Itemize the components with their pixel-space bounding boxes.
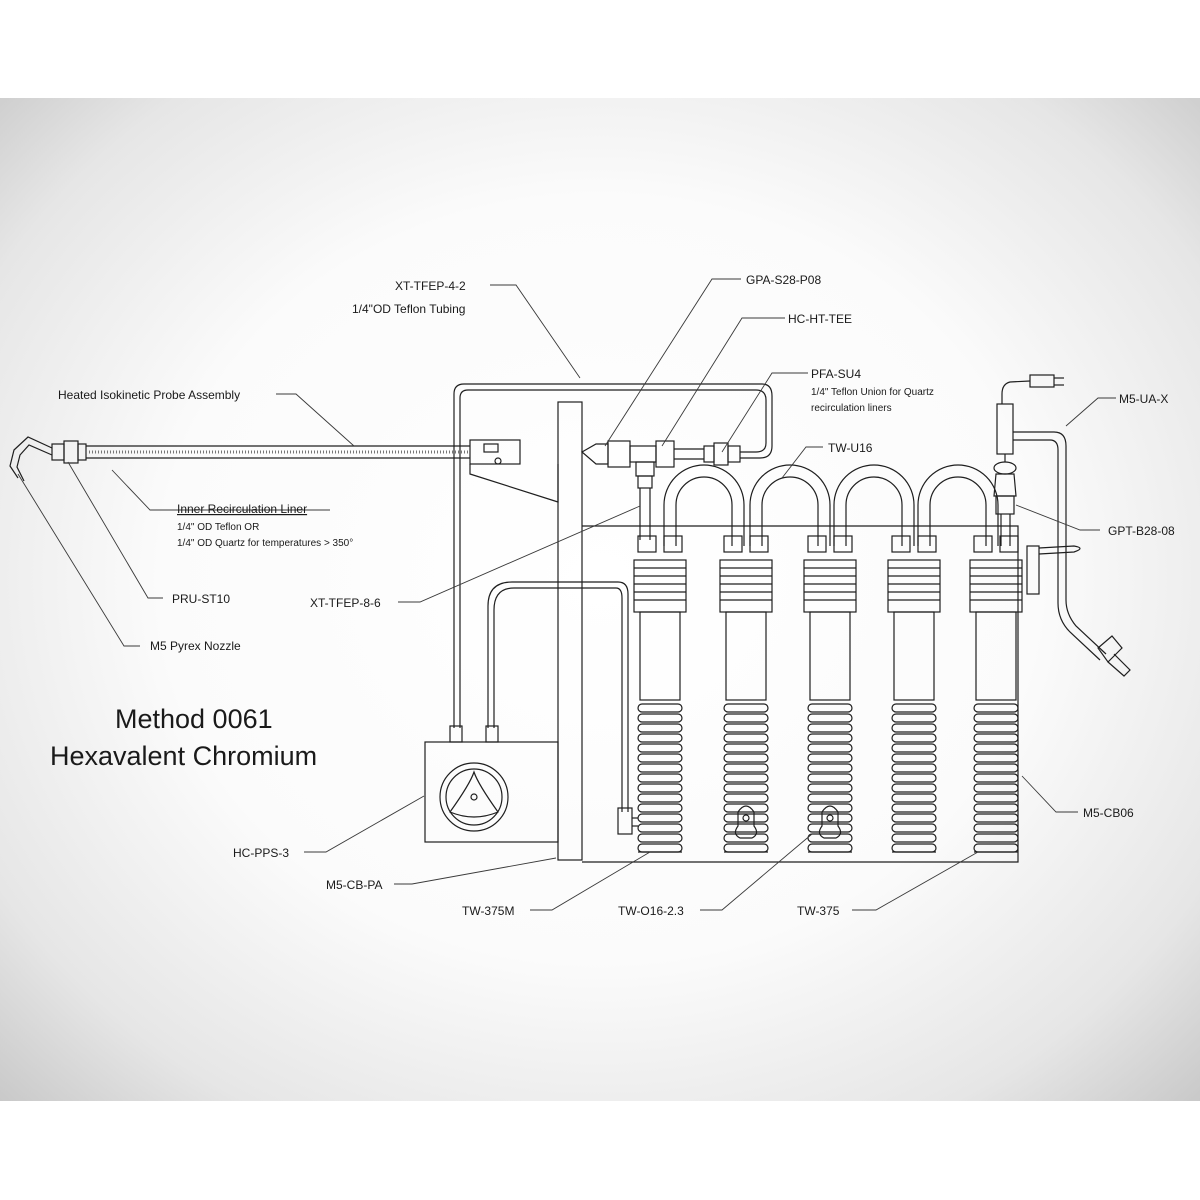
label-tw-375: TW-375 [797, 904, 840, 918]
pump-tubing [487, 581, 638, 835]
recirculation-tubing [453, 383, 773, 728]
part-labels: XT-TFEP-4-2 1/4"OD Teflon Tubing GPA-S28… [58, 273, 1175, 918]
impinger-coil [807, 703, 853, 853]
tee-and-union-fittings [580, 440, 741, 540]
label-pfa-su4-desc-2: recirculation liners [811, 403, 892, 414]
label-m5-ua-x: M5-UA-X [1119, 392, 1168, 406]
impinger-coil [723, 703, 769, 853]
title-line-1: Method 0061 [115, 704, 273, 734]
label-xt-tfep-8-6: XT-TFEP-8-6 [310, 596, 381, 610]
leader-lines [17, 278, 1116, 911]
impinger [969, 535, 1023, 853]
impinger [633, 535, 687, 853]
impinger [803, 535, 857, 853]
impinger-group [633, 535, 1023, 853]
label-heated-probe: Heated Isokinetic Probe Assembly [58, 388, 240, 402]
u-tube-connectors [663, 464, 999, 546]
ice-bath-box [582, 525, 1019, 863]
impinger-coil [637, 703, 683, 853]
heated-probe-assembly [9, 436, 559, 503]
title-line-2: Hexavalent Chromium [50, 741, 317, 771]
impinger [887, 535, 941, 853]
label-xt-tfep-4-2-desc: 1/4"OD Teflon Tubing [352, 302, 465, 316]
peristaltic-pump [424, 725, 559, 843]
label-inner-liner-desc-1: 1/4" OD Teflon OR [177, 522, 259, 533]
impinger [719, 535, 773, 853]
label-inner-liner: Inner Recirculation Liner [177, 502, 307, 516]
label-m5-pyrex-nozzle: M5 Pyrex Nozzle [150, 639, 241, 653]
label-gpa-s28-p08: GPA-S28-P08 [746, 273, 821, 287]
label-inner-liner-desc-2: 1/4" OD Quartz for temperatures > 350° [177, 538, 353, 549]
label-m5-cb-pa: M5-CB-PA [326, 878, 382, 892]
impinger-coil [973, 703, 1019, 853]
label-tw-u16: TW-U16 [828, 441, 873, 455]
label-tw-o16-2-3: TW-O16-2.3 [618, 904, 684, 918]
label-pfa-su4-desc-1: 1/4" Teflon Union for Quartz [811, 387, 934, 398]
label-pfa-su4: PFA-SU4 [811, 367, 861, 381]
label-m5-cb06: M5-CB06 [1083, 806, 1134, 820]
label-pru-st10: PRU-ST10 [172, 592, 230, 606]
impinger-coil [891, 703, 937, 853]
support-post [557, 401, 583, 861]
label-tw-375m: TW-375M [462, 904, 514, 918]
outlet-assembly [993, 374, 1131, 677]
label-hc-pps-3: HC-PPS-3 [233, 846, 289, 860]
label-gpt-b28-08: GPT-B28-08 [1108, 524, 1175, 538]
label-xt-tfep-4-2: XT-TFEP-4-2 [395, 279, 466, 293]
label-hc-ht-tee: HC-HT-TEE [788, 312, 852, 326]
